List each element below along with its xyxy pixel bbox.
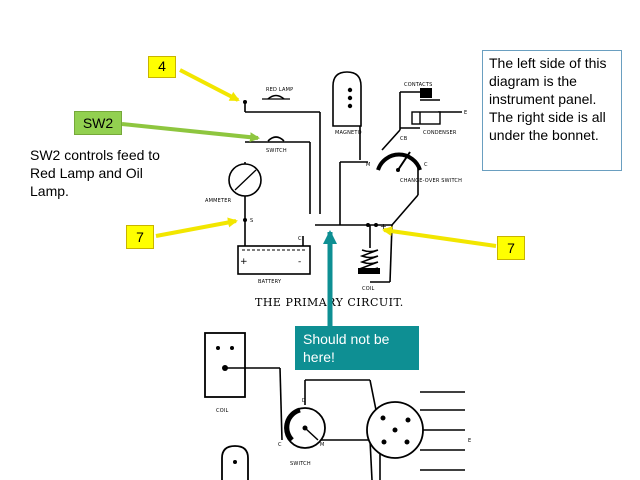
callout-7-left: 7	[126, 225, 154, 249]
terminal-c-label: C	[424, 162, 428, 168]
lower-coil-label: COIL	[216, 408, 229, 414]
lower-magneto	[221, 445, 249, 480]
lower-wires	[225, 367, 465, 480]
switch: SWITCH	[266, 136, 287, 154]
red-lamp: RED LAMP	[243, 87, 293, 104]
ammeter-label: AMMETER	[205, 198, 232, 204]
battery-plus: +	[240, 257, 248, 267]
arrow-7-left	[155, 217, 238, 238]
lower-switch: D C M SWITCH	[278, 398, 326, 467]
should-not-be-here-note: Should not be here!	[295, 326, 419, 370]
switch-label: SWITCH	[266, 148, 287, 154]
lower-switch-label: SWITCH	[290, 461, 311, 467]
callout-7-right: 7	[497, 236, 525, 260]
red-lamp-label: RED LAMP	[266, 87, 293, 93]
condenser-label: CONDENSER	[423, 130, 457, 136]
change-over-label: CHANGE-OVER SWITCH	[400, 178, 462, 184]
battery-terminal-c: C	[298, 236, 302, 242]
contacts-label: CONTACTS	[404, 82, 433, 88]
terminal-m-label: M	[366, 162, 371, 168]
battery: + - BATTERY C	[237, 236, 311, 285]
contacts-condenser: CONTACTS CONDENSER E	[404, 82, 467, 136]
battery-label: BATTERY	[258, 279, 282, 285]
arrow-4	[179, 68, 240, 102]
sw2-note: SW2 controls feed to Red Lamp and Oil La…	[30, 147, 160, 199]
terminal-d-label: D	[302, 398, 306, 404]
distributor: E	[366, 401, 471, 459]
distributor-terminal-e: E	[468, 438, 471, 444]
callout-4: 4	[148, 56, 176, 78]
cb-label: CB	[400, 136, 408, 142]
coil-label: COIL	[362, 286, 375, 292]
magneto-label: MAGNETO	[335, 130, 362, 136]
battery-minus: -	[298, 257, 301, 267]
arrow-sw2	[121, 122, 260, 143]
ammeter: AMMETER S	[205, 163, 262, 224]
lower-terminal-c: C	[278, 442, 282, 448]
side-note: The left side of this diagram is the ins…	[482, 50, 622, 171]
arrow-7-right	[382, 226, 497, 248]
lower-terminal-m: M	[320, 442, 325, 448]
callout-sw2: SW2	[74, 111, 122, 135]
magneto: MAGNETO	[332, 71, 362, 136]
lower-coil: COIL	[204, 332, 246, 414]
change-over-switch: CB M C CHANGE-OVER SWITCH	[366, 136, 462, 184]
terminal-e-label: E	[464, 110, 467, 116]
terminal-s-label: S	[250, 218, 253, 224]
